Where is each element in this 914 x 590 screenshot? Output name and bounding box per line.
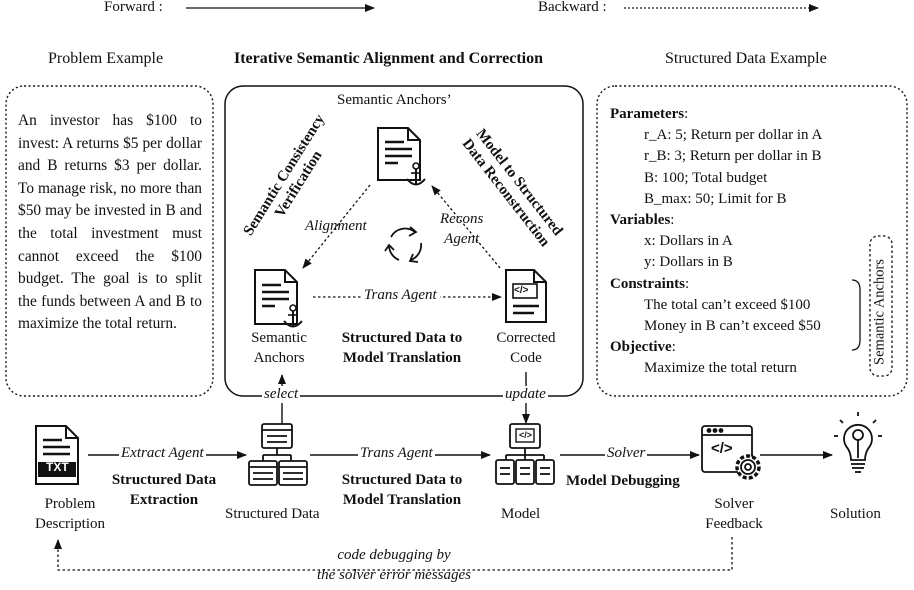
- loop-translation-line1: Structured Data to: [341, 330, 463, 346]
- corrected-line2: Code: [510, 350, 542, 366]
- update-label: update: [503, 386, 548, 403]
- debugging-label: Model Debugging: [566, 473, 680, 489]
- structured-data-icon: [248, 423, 308, 486]
- debug-feedback-label: code debugging by the solver error messa…: [300, 545, 488, 585]
- solver-feedback-label: Solver Feedback: [696, 494, 772, 534]
- loop-translation-label: Structured Data to Model Translation: [330, 328, 474, 368]
- semantic-anchors-icon: [254, 269, 303, 328]
- corrected-code-glyph: </>: [514, 285, 529, 296]
- iterative-loop-box: [224, 85, 584, 397]
- solution-label: Solution: [830, 506, 881, 522]
- alignment-label: Alignment: [305, 218, 367, 234]
- legend-backward: Backward :: [538, 0, 607, 15]
- param-row: r_A: 5; Return per dollar in A: [644, 127, 823, 144]
- legend-forward: Forward :: [104, 0, 163, 15]
- variable-row: x: Dollars in A: [644, 233, 733, 250]
- problem-line2: Description: [35, 516, 105, 532]
- trans-agent-label: Trans Agent: [358, 445, 435, 462]
- param-row: B_max: 50; Limit for B: [644, 190, 787, 207]
- structured-example-box: [596, 85, 908, 397]
- header-problem-example: Problem Example: [48, 50, 164, 67]
- model-icon: [495, 423, 555, 485]
- extraction-line1: Structured Data: [111, 472, 217, 488]
- problem-description-label: Problem Description: [18, 494, 122, 534]
- corrected-code-icon: [505, 269, 547, 323]
- anchors-bracket: [851, 279, 861, 351]
- feedback-line2: Feedback: [705, 516, 763, 532]
- extraction-label: Structured Data Extraction: [98, 470, 230, 510]
- anchors-line2: Anchors: [253, 350, 305, 366]
- select-label: select: [262, 386, 301, 403]
- param-row: B: 100; Total budget: [644, 169, 768, 186]
- parameters-heading: Parameters: [610, 106, 685, 122]
- variables-heading: Variables: [610, 212, 671, 229]
- constraint-row: Money in B can’t exceed $50: [644, 318, 821, 335]
- recons-agent-label: Recons Agent: [440, 209, 483, 249]
- header-structured-example: Structured Data Example: [665, 50, 827, 67]
- header-iterative: Iterative Semantic Alignment and Correct…: [234, 50, 543, 67]
- extract-agent-label: Extract Agent: [119, 445, 206, 462]
- solver-label: Solver: [605, 445, 648, 462]
- model-label: Model: [501, 506, 541, 522]
- translation-line2: Model Translation: [342, 492, 462, 508]
- corrected-line1: Corrected: [496, 330, 556, 346]
- loop-translation-line2: Model Translation: [342, 350, 462, 366]
- constraint-row: The total can’t exceed $100: [644, 296, 811, 313]
- recons-line2: Agent: [444, 231, 480, 247]
- structured-example-content: Parameters: r_A: 5; Return per dollar in…: [610, 104, 822, 380]
- debug-line2: the solver error messages: [316, 567, 471, 583]
- problem-line1: Problem: [44, 496, 96, 512]
- txt-file-icon: [35, 425, 79, 485]
- debug-feedback-arrow: [54, 537, 733, 571]
- problem-example-text: An investor has $100 to invest: A return…: [18, 112, 202, 333]
- objective-heading: Objective: [610, 339, 672, 356]
- lightbulb-icon: [834, 412, 882, 473]
- model-code-glyph: </>: [519, 430, 533, 440]
- txt-label: TXT: [46, 460, 69, 474]
- translation-line1: Structured Data to: [341, 472, 463, 488]
- semantic-anchors-prime-label: Semantic Anchors’: [337, 92, 452, 108]
- semantic-anchors-vertical-label: Semantic Anchors: [871, 259, 888, 365]
- loop-trans-agent-label: Trans Agent: [361, 287, 440, 304]
- objective-row: Maximize the total return: [644, 360, 797, 377]
- anchors-line1: Semantic: [251, 330, 307, 346]
- problem-example-box: [5, 85, 214, 397]
- solver-feedback-icon: [701, 425, 761, 480]
- anchors-bracket-box: [869, 235, 893, 377]
- constraints-heading: Constraints: [610, 275, 686, 292]
- solver-code-glyph: </>: [711, 440, 733, 457]
- translation-label: Structured Data to Model Translation: [330, 470, 474, 510]
- debug-line1: code debugging by: [337, 547, 451, 563]
- semantic-anchors-label: Semantic Anchors: [247, 328, 311, 368]
- variable-row: y: Dollars in B: [644, 254, 733, 271]
- recons-line1: Recons: [440, 211, 484, 227]
- refresh-cycle-icon: [384, 226, 423, 263]
- param-row: r_B: 3; Return per dollar in B: [644, 148, 822, 165]
- corrected-code-label: Corrected Code: [489, 328, 563, 368]
- semantic-anchors-doc-icon: [377, 127, 426, 186]
- feedback-line1: Solver: [714, 496, 754, 512]
- extraction-line2: Extraction: [129, 492, 199, 508]
- structured-data-label: Structured Data: [225, 506, 320, 522]
